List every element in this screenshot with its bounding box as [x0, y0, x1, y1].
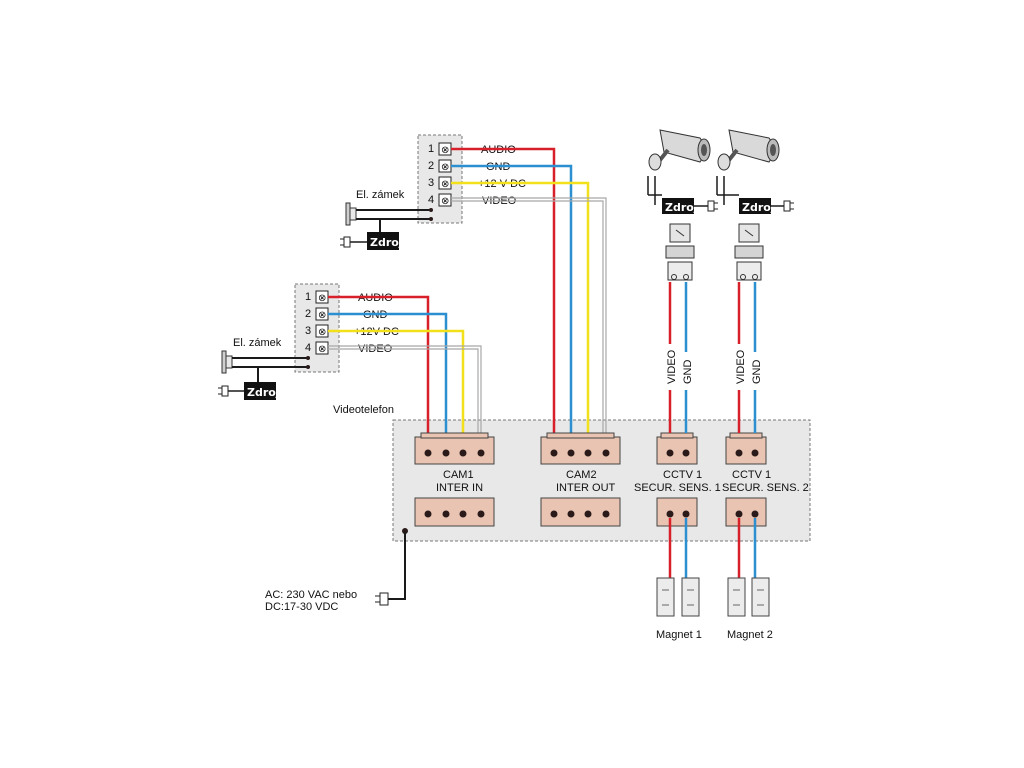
- mid-terminal-num: 3: [305, 325, 311, 337]
- cam1-wires: [328, 295, 482, 452]
- screw-terminal-icon: ⊗ ⊗ ⊗ ⊗: [315, 290, 329, 355]
- plug-icon: [783, 200, 794, 212]
- svg-text:⊗: ⊗: [318, 344, 326, 355]
- cctv2-label: CCTV 1: [732, 469, 771, 481]
- svg-text:⊗: ⊗: [318, 293, 326, 304]
- plug-icon: [707, 200, 718, 212]
- mid-lock-assembly: El. zámek Zdroj: [218, 337, 310, 400]
- svg-text:⊗: ⊗: [318, 310, 326, 321]
- cam1-connector: CAM1 INTER IN: [414, 432, 495, 527]
- svg-text:⊗: ⊗: [441, 145, 449, 156]
- videotelefon-label: Videotelefon: [333, 404, 394, 416]
- bnc-connector-icon: [665, 223, 695, 281]
- power-supply-box: [739, 198, 771, 214]
- cctv2-connector: CCTV 1 SECUR. SENS. 2: [722, 432, 809, 527]
- plug-icon: [340, 236, 351, 248]
- mains-power: AC: 230 VAC nebo DC:17-30 VDC: [265, 528, 408, 613]
- cctv1-connector: CCTV 1 SECUR. SENS. 1: [634, 432, 721, 527]
- cctv1-sublabel: SECUR. SENS. 1: [634, 482, 721, 494]
- cctv2-sublabel: SECUR. SENS. 2: [722, 482, 809, 494]
- power-supply-box: [244, 382, 276, 400]
- power-supply-box: [662, 198, 694, 214]
- cam2-label: CAM2: [566, 469, 597, 481]
- svg-text:⊗: ⊗: [441, 162, 449, 173]
- mains-line2: DC:17-30 VDC: [265, 601, 338, 613]
- cctv-camera-1: Zdroj VIDEO GND: [647, 129, 718, 433]
- top-lock-assembly: El. zámek Zdroj: [340, 189, 433, 250]
- power-supply-box: [367, 232, 399, 250]
- svg-text:⊗: ⊗: [441, 179, 449, 190]
- cam2-sublabel: INTER OUT: [556, 482, 616, 494]
- cam1-label: CAM1: [443, 469, 474, 481]
- lock-icon: [345, 202, 351, 226]
- plug-icon: [375, 592, 389, 606]
- cam1-video-wire-label: VIDEO: [666, 349, 678, 384]
- cam1-gnd-wire-label: GND: [682, 360, 694, 385]
- magnet-icon: [727, 577, 770, 617]
- top-terminal-num: 1: [428, 143, 434, 155]
- mid-zdroj-label: Zdroj: [247, 386, 280, 399]
- svg-text:⊗: ⊗: [441, 196, 449, 207]
- mid-lock-label: El. zámek: [233, 337, 282, 349]
- top-terminal-num: 2: [428, 160, 434, 172]
- top-terminal-num: 4: [428, 194, 434, 206]
- camera-icon: [717, 129, 780, 171]
- screw-terminal-icon: ⊗ ⊗ ⊗ ⊗: [438, 142, 452, 207]
- cam1-zdroj-label: Zdroj: [665, 201, 698, 214]
- top-zdroj-label: Zdroj: [370, 236, 403, 249]
- mid-terminal-num: 4: [305, 342, 311, 354]
- mid-terminal-num: 2: [305, 308, 311, 320]
- cam2-video-wire-label: VIDEO: [735, 349, 747, 384]
- camera-icon: [648, 129, 711, 171]
- cctv-camera-2: Zdroj VIDEO GND: [716, 129, 794, 433]
- top-lock-label: El. zámek: [356, 189, 405, 201]
- magnet-sensor-2: Magnet 2: [727, 518, 773, 641]
- magnet-sensor-1: Magnet 1: [656, 518, 702, 641]
- cam2-wires: [451, 147, 607, 452]
- cctv1-label: CCTV 1: [663, 469, 702, 481]
- mid-terminal-num: 1: [305, 291, 311, 303]
- svg-text:⊗: ⊗: [318, 327, 326, 338]
- lock-icon: [221, 350, 227, 374]
- magnet1-label: Magnet 1: [656, 629, 702, 641]
- cam2-zdroj-label: Zdroj: [742, 201, 775, 214]
- magnet-icon: [656, 577, 700, 617]
- cam1-sublabel: INTER IN: [436, 482, 483, 494]
- bnc-connector-icon: [734, 223, 764, 281]
- cam2-connector: CAM2 INTER OUT: [540, 432, 621, 527]
- mains-line1: AC: 230 VAC nebo: [265, 589, 357, 601]
- plug-icon: [218, 385, 229, 397]
- cam2-gnd-wire-label: GND: [751, 360, 763, 385]
- top-terminal-num: 3: [428, 177, 434, 189]
- magnet2-label: Magnet 2: [727, 629, 773, 641]
